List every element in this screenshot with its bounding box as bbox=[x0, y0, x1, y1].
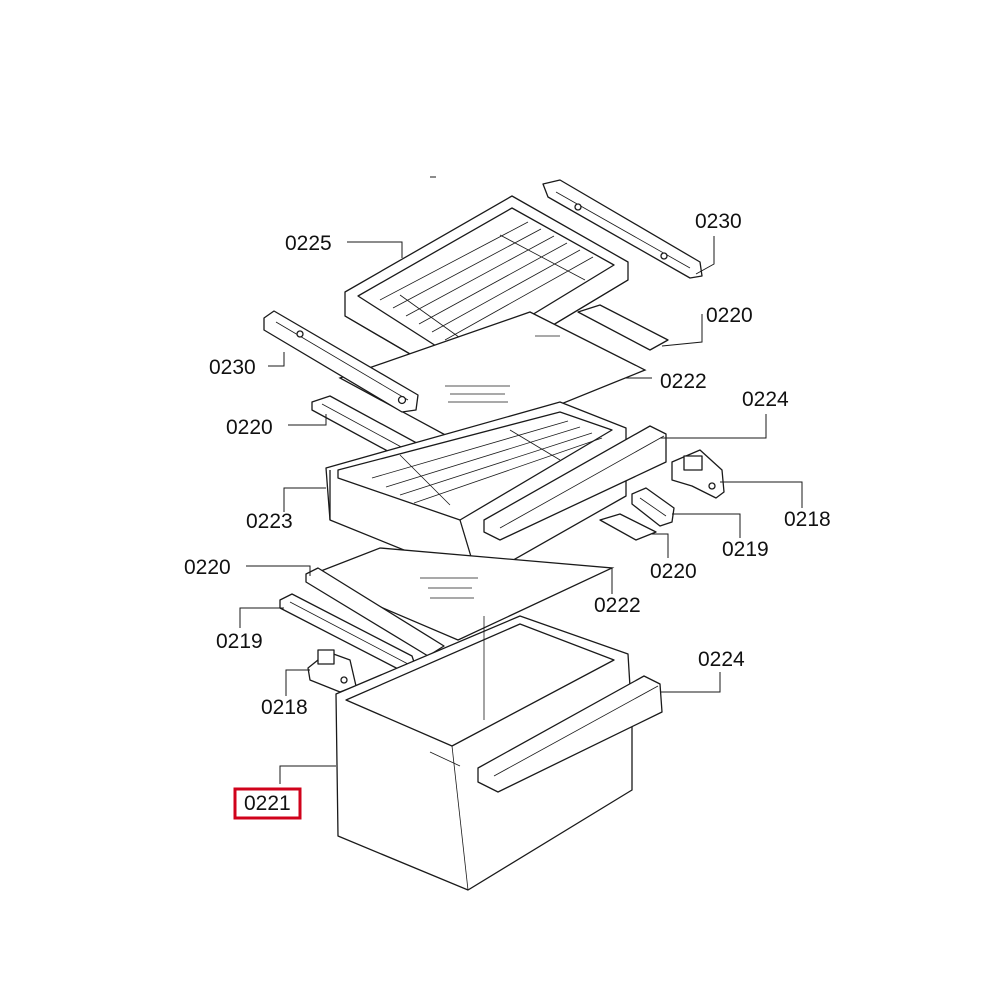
label-top-glass-shelf: 0222 bbox=[660, 370, 707, 393]
label-right-hinge: 0218 bbox=[784, 508, 831, 531]
right-slide-part bbox=[631, 487, 675, 527]
left-hinge-part bbox=[307, 649, 357, 693]
leader-lines bbox=[239, 236, 803, 784]
label-top-right-runner: 0220 bbox=[706, 304, 753, 327]
label-top-right-rail: 0230 bbox=[695, 210, 742, 233]
top-left-rail-part bbox=[263, 310, 419, 413]
label-middle-front-trim: 0224 bbox=[742, 388, 789, 411]
bottom-front-trim-part bbox=[477, 675, 663, 793]
bottom-drawer-part bbox=[335, 615, 633, 891]
label-top-left-runner: 0220 bbox=[226, 416, 273, 439]
top-glass-shelf-part bbox=[338, 311, 647, 445]
callout-labels: 0225 0230 0220 0230 0222 0220 0224 0218 … bbox=[184, 210, 831, 820]
right-hinge-part bbox=[671, 449, 725, 499]
top-right-runner-part bbox=[577, 304, 669, 351]
label-left-hinge: 0218 bbox=[261, 696, 308, 719]
label-left-slide: 0219 bbox=[216, 630, 263, 653]
label-right-slide: 0219 bbox=[722, 538, 769, 561]
label-top-tray: 0225 bbox=[285, 232, 332, 255]
highlight-box bbox=[233, 787, 302, 820]
top-right-rail-part bbox=[542, 179, 703, 279]
label-top-left-rail: 0230 bbox=[209, 356, 256, 379]
label-middle-glass-shelf: 0222 bbox=[594, 594, 641, 617]
label-middle-left-runner: 0220 bbox=[184, 556, 231, 579]
label-bottom-front-trim: 0224 bbox=[698, 648, 745, 671]
label-middle-right-runner: 0220 bbox=[650, 560, 697, 583]
label-middle-drawer: 0223 bbox=[246, 510, 293, 533]
middle-right-runner-part bbox=[599, 513, 657, 541]
middle-front-trim-part bbox=[483, 425, 667, 541]
label-bottom-drawer: 0221 bbox=[244, 792, 291, 815]
middle-drawer-part bbox=[325, 401, 627, 581]
